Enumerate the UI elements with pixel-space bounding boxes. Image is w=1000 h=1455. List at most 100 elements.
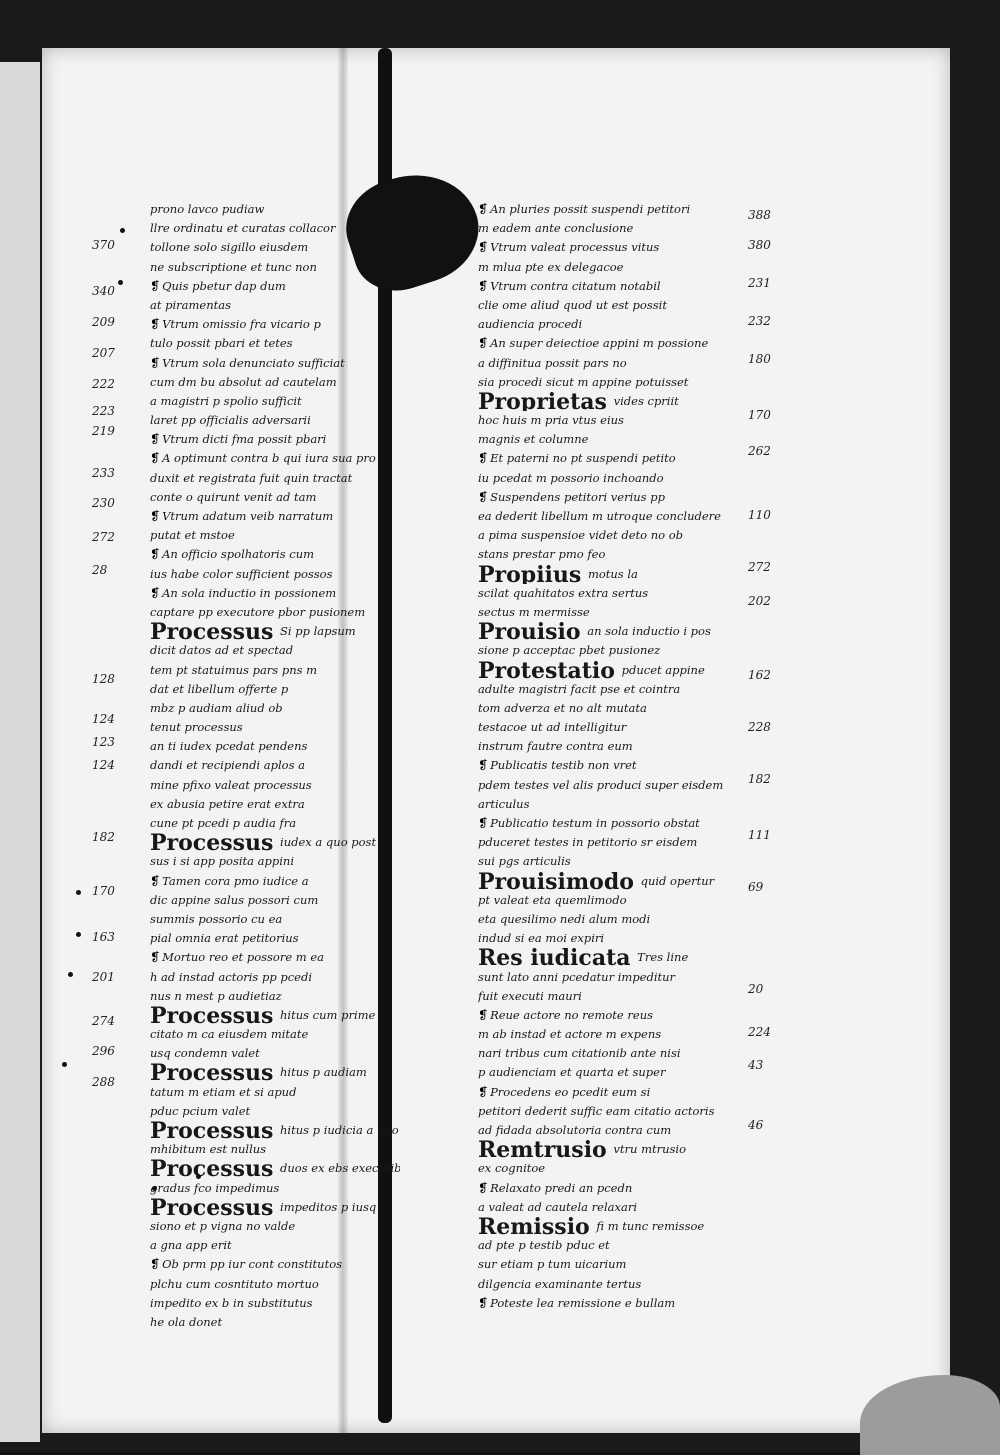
ink-dot <box>118 280 123 285</box>
section-heading: Remtrusio <box>478 1140 607 1160</box>
text-line: Processus hitus p iudicia a quo <box>150 1121 400 1140</box>
ink-stain-drip <box>378 48 392 1423</box>
folio-reference-number: 222 <box>92 377 115 391</box>
section-heading: Processus <box>150 622 274 642</box>
text-line: tollone solo sigillo eiusdem <box>150 240 309 255</box>
text-line: Vtrum sola denunciato sufficiat <box>150 354 400 373</box>
text-line: A optimunt contra b qui iura sua pro <box>150 449 400 468</box>
text-line: p audienciam et quarta et super <box>478 1065 666 1080</box>
text-line: Remissio fi m tunc remissoe <box>478 1217 740 1236</box>
text-line: gradus fco impedimus <box>150 1180 280 1195</box>
folio-reference-number: 224 <box>748 1025 771 1039</box>
text-line: Vtrum contra citatum notabil <box>478 277 740 296</box>
text-line: Publicatis testib non vret <box>478 756 740 775</box>
text-line: captare pp executore pbor pusionem <box>150 604 366 619</box>
text-line: ea dederit libellum m utroque concludere <box>478 509 721 523</box>
text-line: adulte magistri facit pse et cointra <box>478 681 681 696</box>
text-line: tom adverza et no alt mutata <box>478 700 647 715</box>
thumb-in-corner <box>860 1375 1000 1455</box>
page-fold <box>338 48 348 1433</box>
section-heading: Proprietas <box>478 391 607 412</box>
text-line: llre ordinatu et curatas collacor <box>150 221 336 236</box>
text-line: sione p acceptac pbet pusionez <box>478 643 661 658</box>
folio-reference-number: 201 <box>92 970 115 984</box>
folio-reference-number: 272 <box>748 560 771 574</box>
text-line: a gna app erit <box>150 1238 232 1253</box>
text-line: Procedens eo pcedit eum si <box>478 1083 740 1102</box>
text-line: magnis et columne <box>478 432 589 447</box>
section-heading: Protestatio <box>478 660 615 680</box>
text-line: eta quesilimo nedi alum modi <box>478 911 651 926</box>
text-line: sus i si app posita appini <box>150 854 295 869</box>
section-heading: Prouisio <box>478 622 581 642</box>
text-line: Vtrum omissio fra vicario p <box>150 315 400 334</box>
folio-reference-number: 380 <box>748 238 771 252</box>
text-line: An officio spolhatoris cum <box>150 545 400 564</box>
text-line: ex cognitoe <box>478 1161 546 1176</box>
section-heading: Res iudicata <box>478 948 631 968</box>
text-line: mbz p audiam aliud ob <box>150 700 283 715</box>
folio-reference-number: 231 <box>748 276 771 290</box>
text-line: pduc pcium valet <box>150 1103 251 1118</box>
text-line: Remtrusio vtru mtrusio <box>478 1140 740 1159</box>
text-line: putat et mstoe <box>150 528 235 543</box>
text-line: m mlua pte ex delegacoe <box>478 259 624 274</box>
folio-reference-number: 162 <box>748 668 771 682</box>
ink-dot <box>152 1186 157 1191</box>
text-line: Protestatio pducet appine <box>478 661 740 680</box>
text-line: ad pte p testib pduc et <box>478 1238 610 1253</box>
text-line: conte o quirunt venit ad tam <box>150 489 317 504</box>
text-line: Prouisio an sola inductio i pos <box>478 622 740 641</box>
text-line: plchu cum cosntituto mortuo <box>150 1276 319 1291</box>
text-line: tenut processus <box>150 720 243 735</box>
folio-reference-number: 274 <box>92 1014 115 1028</box>
text-line: ius habe color sufficient possos <box>150 566 333 581</box>
folio-reference-number: 43 <box>748 1058 764 1072</box>
text-line: stans prestar pmo feo <box>478 547 606 562</box>
text-line: Res iudicata Tres line <box>478 948 740 967</box>
text-line: Processus duos ex ebs executib <box>150 1159 400 1178</box>
text-line: cune pt pcedi p audia fra <box>150 816 297 830</box>
ink-dot <box>62 1062 67 1067</box>
text-line: Processus hitus cum prime <box>150 1006 400 1025</box>
folio-reference-number: 223 <box>92 404 115 418</box>
text-line: dat et libellum offerte p <box>150 681 289 696</box>
text-line: Poteste lea remissione e bullam <box>478 1294 740 1313</box>
folio-reference-number: 230 <box>92 496 115 510</box>
text-line: tatum m etiam et si apud <box>150 1084 297 1099</box>
text-line: cum dm bu absolut ad cautelam <box>150 374 337 389</box>
folio-reference-number: 170 <box>748 408 771 422</box>
text-line: summis possorio cu ea <box>150 911 283 926</box>
text-line: nari tribus cum citationib ante nisi <box>478 1046 681 1061</box>
section-heading: Processus <box>150 1063 274 1083</box>
text-line: Tamen cora pmo iudice a <box>150 872 400 891</box>
text-line: scilat quahitatos extra sertus <box>478 585 649 600</box>
adjacent-page-edge <box>0 62 40 1442</box>
text-line: dicit datos ad et spectad <box>150 643 294 658</box>
section-heading: Processus <box>150 833 274 853</box>
folio-reference-number: 163 <box>92 930 115 944</box>
text-line: a magistri p spolio sufficit <box>150 393 302 408</box>
folio-reference-number: 170 <box>92 884 115 898</box>
text-line: prono lavco pudiaw <box>150 202 265 216</box>
text-line: Relaxato predi an pcedn <box>478 1179 740 1198</box>
folio-reference-number: 370 <box>92 238 115 252</box>
folio-reference-number: 110 <box>748 508 771 522</box>
text-line: fuit executi mauri <box>478 988 582 1003</box>
text-line: instrum fautre contra eum <box>478 739 633 754</box>
text-column-left: prono lavco pudiaw llre ordinatu et curat… <box>150 200 400 1332</box>
text-line: sur etiam p tum uicarium <box>478 1257 627 1272</box>
folio-reference-number: 182 <box>92 830 115 844</box>
text-line: dic appine salus possori cum <box>150 892 319 907</box>
text-line: Et paterni no pt suspendi petito <box>478 449 740 468</box>
folio-reference-number: 180 <box>748 352 771 366</box>
text-line: Reue actore no remote reus <box>478 1006 740 1025</box>
text-line: sunt lato anni pcedatur impeditur <box>478 969 676 984</box>
text-line: impedito ex b in substitutus <box>150 1295 313 1310</box>
text-line: Publicatio testum in possorio obstat <box>478 814 740 833</box>
folio-reference-number: 232 <box>748 314 771 328</box>
ink-dot <box>120 228 125 233</box>
folio-reference-number: 182 <box>748 772 771 786</box>
text-line: Processus iudex a quo post <box>150 833 400 852</box>
text-line: An pluries possit suspendi petitori <box>478 200 740 219</box>
